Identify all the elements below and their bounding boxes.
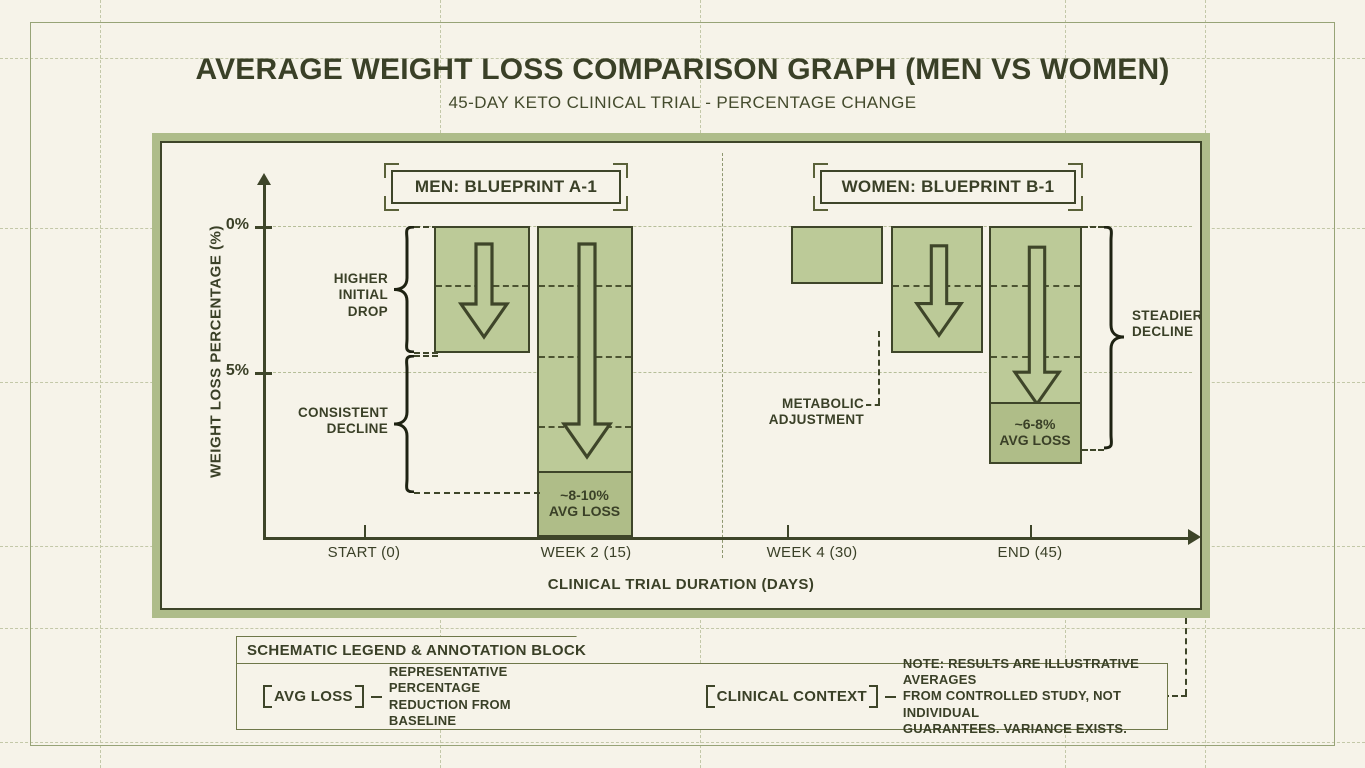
legend-header: SCHEMATIC LEGEND & ANNOTATION BLOCK (236, 636, 608, 664)
y-tick-5 (255, 372, 272, 375)
page-frame (30, 22, 1335, 746)
legend-desc-line: REDUCTION FROM BASELINE (388, 696, 511, 728)
avg-loss-value-women: ~6-8% (1014, 416, 1056, 433)
legend-connector-vertical (1185, 618, 1187, 695)
annotation-line: METABOLIC (782, 396, 864, 411)
annotation-line: INITIAL (338, 287, 388, 303)
leader-steadier-bottom (1082, 449, 1104, 451)
legend-desc-line: REPRESENTATIVE PERCENTAGE (388, 664, 508, 696)
y-tick-label-5: 5% (225, 362, 249, 379)
down-arrow-icon (1012, 245, 1062, 407)
bar-women-week4b[interactable] (891, 226, 983, 353)
down-arrow-icon (458, 242, 510, 340)
down-arrow-icon (914, 244, 964, 338)
corner-bracket-icon (813, 196, 828, 211)
legend-dash-icon (884, 695, 896, 698)
x-tick-label-1: WEEK 2 (15) (540, 544, 632, 561)
avg-loss-caption-men: AVG LOSS (548, 503, 621, 519)
corner-bracket-icon (384, 163, 399, 178)
legend-item-avg-loss[interactable]: AVG LOSS REPRESENTATIVE PERCENTAGE REDUC… (263, 664, 571, 729)
legend-block: SCHEMATIC LEGEND & ANNOTATION BLOCK AVG … (236, 636, 1168, 736)
chart-frame: MEN: BLUEPRINT A-1 WOMEN: BLUEPRINT B-1 … (152, 133, 1210, 618)
legend-desc-avg-loss: REPRESENTATIVE PERCENTAGE REDUCTION FROM… (389, 664, 571, 729)
legend-tag-clinical-context: CLINICAL CONTEXT (705, 685, 879, 708)
x-tick-2 (787, 525, 789, 537)
legend-body: AVG LOSS REPRESENTATIVE PERCENTAGE REDUC… (236, 656, 1168, 736)
corner-bracket-icon (613, 163, 628, 178)
gridline-0 (263, 226, 1192, 227)
leader-higher-drop-top (414, 226, 438, 228)
y-tick-0 (255, 226, 272, 229)
legend-desc-line: GUARANTEES. VARIANCE EXISTS. (902, 720, 1128, 736)
avg-loss-badge-men: ~8-10% AVG LOSS (536, 471, 633, 537)
annotation-line: DROP (347, 303, 388, 319)
legend-desc-line: FROM CONTROLLED STUDY, NOT INDIVIDUAL (902, 688, 1122, 720)
y-axis-title: WEIGHT LOSS PERCENTAGE (%) (207, 225, 225, 478)
panel-header-men: MEN: BLUEPRINT A-1 (384, 163, 628, 211)
annotation-steadier-decline: STEADIER DECLINE (1132, 308, 1202, 341)
leader-metabolic-horizontal (866, 404, 880, 406)
corner-bracket-icon (813, 163, 828, 178)
curly-brace-consistent-decline-icon (393, 355, 415, 493)
legend-connector-horizontal (1163, 695, 1187, 697)
x-tick-0 (364, 525, 366, 537)
x-axis (263, 537, 1193, 540)
x-tick-label-0: START (0) (327, 544, 401, 561)
legend-desc-clinical-context: NOTE: RESULTS ARE ILLUSTRATIVE AVERAGES … (903, 656, 1167, 737)
avg-loss-value-men: ~8-10% (560, 487, 609, 504)
annotation-higher-initial-drop: HIGHER INITIAL DROP (220, 271, 388, 320)
x-axis-arrow-icon (1188, 529, 1200, 545)
annotation-consistent-decline: CONSISTENT DECLINE (220, 405, 388, 438)
page-title: AVERAGE WEIGHT LOSS COMPARISON GRAPH (ME… (195, 53, 1170, 86)
y-axis (263, 182, 266, 537)
annotation-metabolic-adjustment: METABOLIC ADJUSTMENT (696, 396, 864, 429)
bar-women-end[interactable]: ~6-8% AVG LOSS (988, 226, 1082, 464)
annotation-line: CONSISTENT (297, 405, 388, 420)
leader-steadier-top (1082, 226, 1104, 228)
leader-consistent-bottom (414, 492, 540, 494)
x-tick-3 (1030, 525, 1032, 537)
corner-bracket-icon (384, 196, 399, 211)
bar-men-start[interactable] (434, 226, 530, 353)
x-tick-label-2: WEEK 4 (30) (766, 544, 858, 561)
panel-header-women-label: WOMEN: BLUEPRINT B-1 (820, 170, 1076, 204)
panel-divider (722, 153, 723, 558)
x-tick-label-3: END (45) (997, 544, 1063, 561)
x-axis-title: CLINICAL TRIAL DURATION (DAYS) (547, 576, 815, 593)
annotation-line: DECLINE (326, 421, 388, 437)
legend-dash-icon (370, 695, 382, 698)
curly-brace-higher-drop-icon (393, 226, 415, 353)
panel-header-women: WOMEN: BLUEPRINT B-1 (813, 163, 1083, 211)
annotation-line: STEADIER (1132, 308, 1202, 323)
annotation-line: DECLINE (1132, 324, 1194, 340)
chart-plot-area: MEN: BLUEPRINT A-1 WOMEN: BLUEPRINT B-1 … (160, 141, 1202, 610)
leader-metabolic-vertical (878, 331, 880, 404)
page-subtitle: 45-DAY KETO CLINICAL TRIAL - PERCENTAGE … (448, 93, 917, 112)
leader-consistent-top (414, 355, 438, 357)
y-tick-label-0: 0% (225, 216, 249, 233)
corner-bracket-icon (1068, 163, 1083, 178)
y-axis-arrow-icon (257, 173, 271, 185)
corner-bracket-icon (1068, 196, 1083, 211)
down-arrow-icon (561, 242, 613, 460)
legend-item-clinical-context[interactable]: CLINICAL CONTEXT NOTE: RESULTS ARE ILLUS… (705, 656, 1167, 737)
legend-tag-avg-loss: AVG LOSS (263, 685, 364, 708)
curly-brace-steadier-decline-icon (1103, 226, 1125, 450)
annotation-line: HIGHER (333, 271, 388, 286)
corner-bracket-icon (613, 196, 628, 211)
leader-higher-drop-bottom (414, 352, 438, 354)
bar-men-week2[interactable]: ~8-10% AVG LOSS (536, 226, 633, 537)
gridline-5 (263, 372, 1192, 373)
legend-desc-line: NOTE: RESULTS ARE ILLUSTRATIVE AVERAGES (902, 655, 1140, 688)
avg-loss-badge-women: ~6-8% AVG LOSS (988, 402, 1082, 464)
panel-header-men-label: MEN: BLUEPRINT A-1 (391, 170, 621, 204)
bar-women-week4a[interactable] (791, 226, 883, 284)
annotation-line: ADJUSTMENT (768, 412, 864, 428)
avg-loss-caption-women: AVG LOSS (999, 432, 1071, 448)
